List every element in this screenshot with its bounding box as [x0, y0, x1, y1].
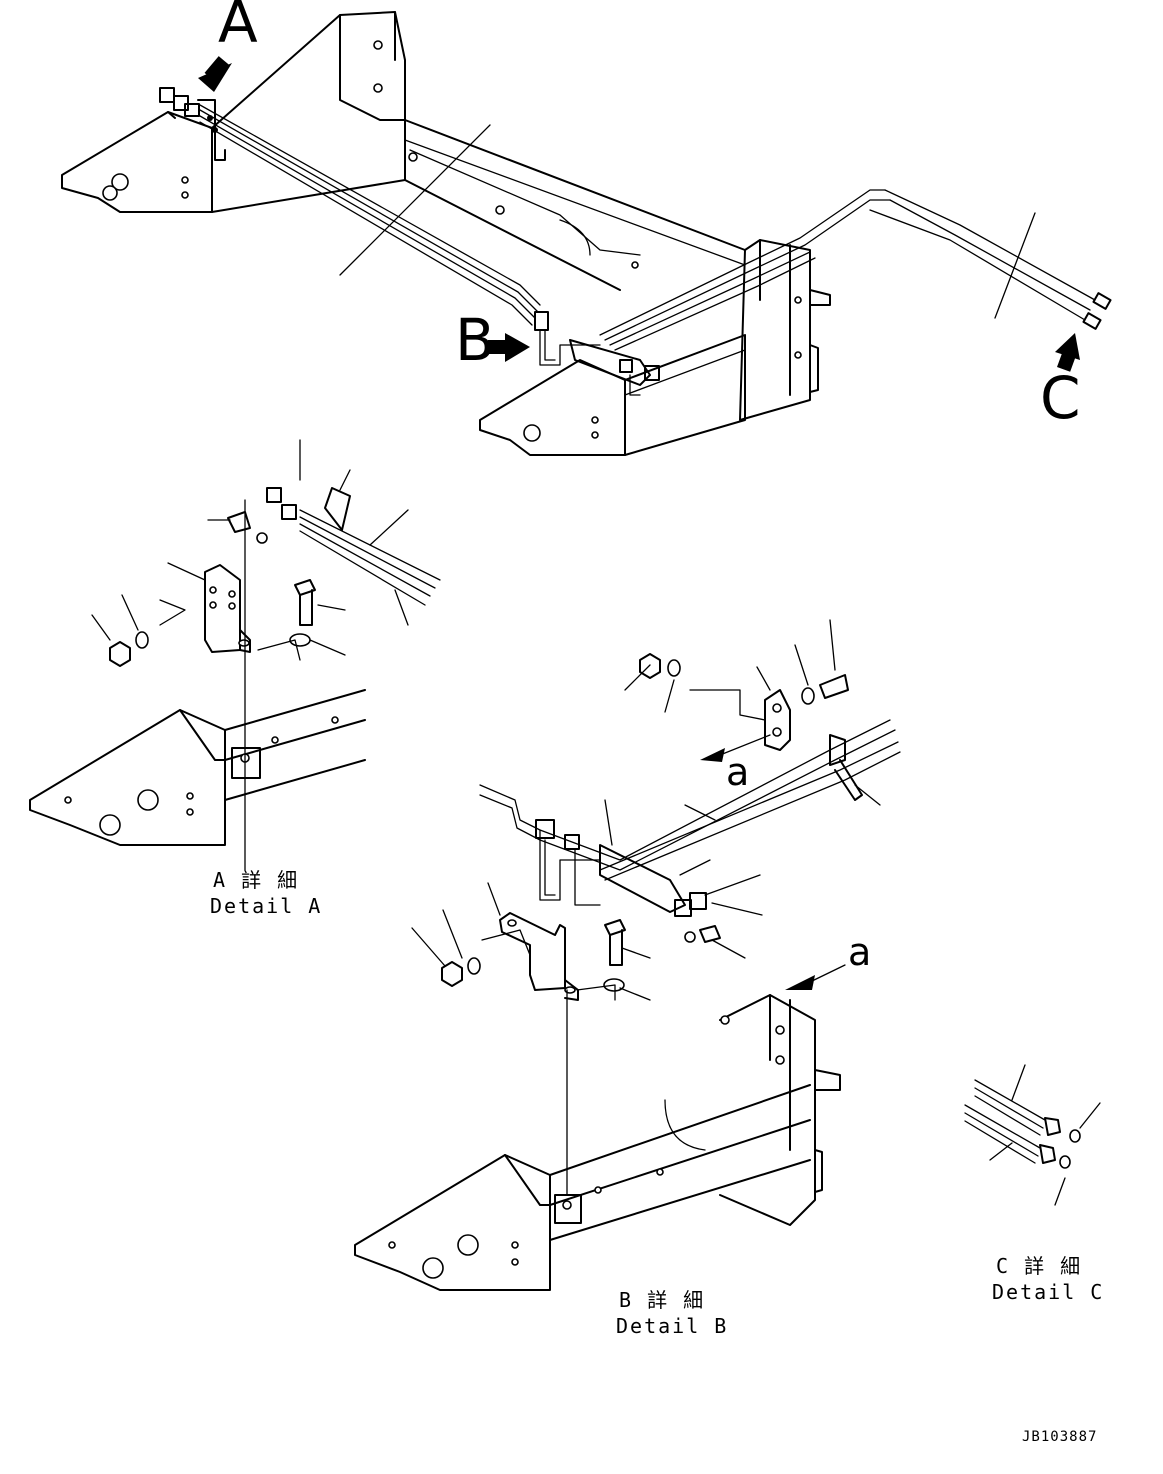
detail-a-view [29, 439, 441, 871]
detail-b-title-en: Detail B [616, 1314, 728, 1338]
direction-mark-lower: a [848, 930, 871, 974]
detail-b-view [354, 619, 901, 1291]
direction-mark-upper: a [726, 750, 749, 794]
detail-b-title-jp: B 詳 細 [619, 1288, 705, 1312]
drawing-code: JB103887 [1022, 1429, 1097, 1445]
detail-c-view [964, 1064, 1101, 1206]
detail-c-title-jp: C 詳 細 [996, 1254, 1082, 1278]
detail-a-title-jp: A 詳 細 [213, 868, 299, 892]
view-b-label: B [455, 306, 495, 374]
view-c-label: C [1040, 364, 1081, 432]
detail-c-title-en: Detail C [992, 1280, 1104, 1304]
main-frame-view [61, 11, 1112, 456]
view-a-label: A [218, 0, 258, 56]
detail-a-title-en: Detail A [210, 894, 322, 918]
